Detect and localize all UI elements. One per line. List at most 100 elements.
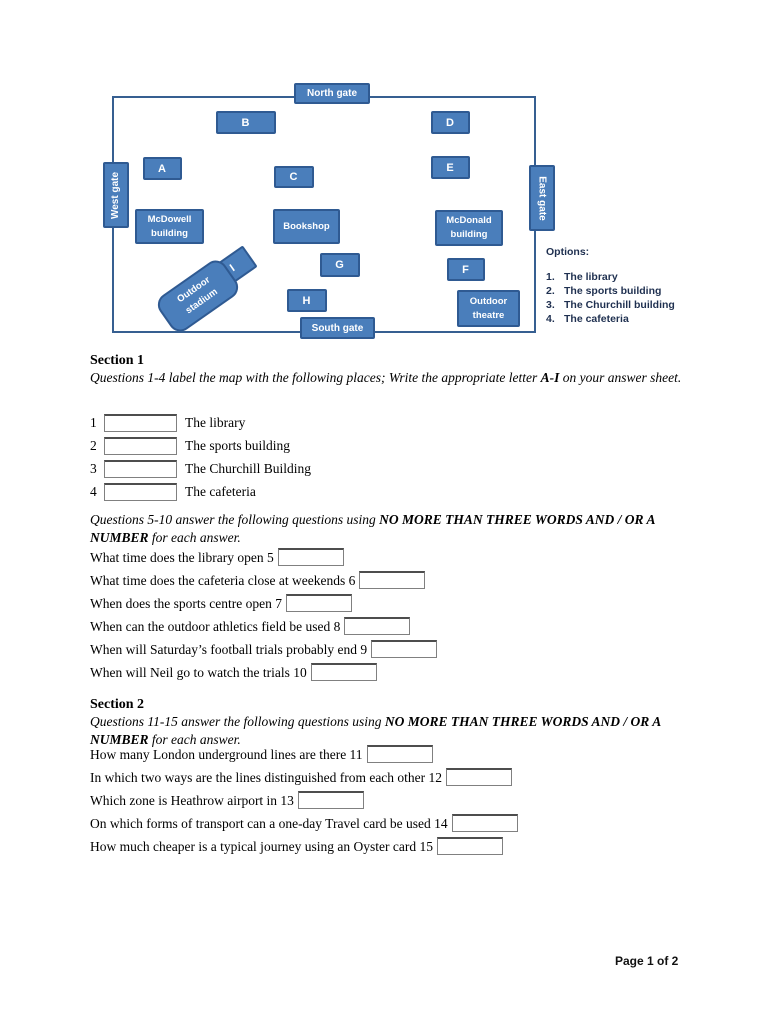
gate-south-label: South gate xyxy=(311,322,364,334)
building-bookshop: Bookshop xyxy=(273,209,340,244)
question-row-6: What time does the cafeteria close at we… xyxy=(90,571,690,594)
map-box-h: H xyxy=(287,289,327,312)
question-text: When will Saturday’s football trials pro… xyxy=(90,642,368,657)
map-box-c: C xyxy=(274,166,314,188)
gate-west-label: West gate xyxy=(110,171,122,219)
options-list: Options: 1. The library 2. The sports bu… xyxy=(546,246,696,326)
question-text: What time does the cafeteria close at we… xyxy=(90,573,356,588)
question-row-11: How many London underground lines are th… xyxy=(90,745,690,768)
question-text: When will Neil go to watch the trials 10 xyxy=(90,665,307,680)
question-row-10: When will Neil go to watch the trials 10 xyxy=(90,663,690,686)
question-number: 4 xyxy=(90,483,97,499)
map-box-b: B xyxy=(216,111,276,134)
map-box-g: G xyxy=(320,253,360,277)
map-box-d: D xyxy=(431,111,470,134)
answer-label: The library xyxy=(185,414,246,430)
option-label: The Churchill building xyxy=(564,299,675,311)
section1-answer-rows: 1 The library 2 The sports building 3 Th… xyxy=(90,411,690,503)
option-number: 2. xyxy=(546,285,555,297)
option-number: 1. xyxy=(546,271,555,283)
question-row-15: How much cheaper is a typical journey us… xyxy=(90,837,690,860)
option-label: The library xyxy=(564,271,618,283)
question-row-12: In which two ways are the lines distingu… xyxy=(90,768,690,791)
option-item-2: 2. The sports building xyxy=(546,284,696,298)
gate-west: West gate xyxy=(103,162,129,228)
answer-box-8[interactable] xyxy=(344,617,411,635)
option-label: The sports building xyxy=(564,285,662,297)
answer-box-14[interactable] xyxy=(451,814,518,832)
gate-north-label: North gate xyxy=(307,88,357,99)
answer-box-13[interactable] xyxy=(297,791,364,809)
question-number: 3 xyxy=(90,460,97,476)
gate-east-label: East gate xyxy=(536,175,548,221)
building-mcdowell: McDowell building xyxy=(135,209,204,244)
answer-label: The sports building xyxy=(185,437,290,453)
question-text: How much cheaper is a typical journey us… xyxy=(90,839,434,854)
answer-label: The cafeteria xyxy=(185,483,256,499)
question-text: How many London underground lines are th… xyxy=(90,747,363,762)
question-row-14: On which forms of transport can a one-da… xyxy=(90,814,690,837)
question-text: When does the sports centre open 7 xyxy=(90,596,282,611)
questions-11-15-rows: How many London underground lines are th… xyxy=(90,745,690,860)
label-row-1: 1 The library xyxy=(90,411,690,434)
instruction-text: on your answer sheet. xyxy=(559,370,682,385)
option-label: The cafeteria xyxy=(564,313,629,325)
answer-box-4[interactable] xyxy=(104,482,177,501)
answer-box-12[interactable] xyxy=(446,768,513,786)
building-mcdonald: McDonald building xyxy=(435,210,503,246)
section1-instructions: Questions 1-4 label the map with the fol… xyxy=(90,369,686,387)
instruction-text: for each answer. xyxy=(148,732,241,747)
answer-box-6[interactable] xyxy=(359,571,426,589)
option-item-1: 1. The library xyxy=(546,270,696,284)
answer-box-9[interactable] xyxy=(371,640,438,658)
answer-box-2[interactable] xyxy=(104,436,177,455)
question-row-7: When does the sports centre open 7 xyxy=(90,594,690,617)
question-row-9: When will Saturday’s football trials pro… xyxy=(90,640,690,663)
answer-box-3[interactable] xyxy=(104,459,177,478)
question-text: In which two ways are the lines distingu… xyxy=(90,770,443,785)
question-text: Which zone is Heathrow airport in 13 xyxy=(90,793,294,808)
question-text: What time does the library open 5 xyxy=(90,550,274,565)
options-title: Options: xyxy=(546,246,590,258)
questions-5-10-instructions: Questions 5-10 answer the following ques… xyxy=(90,511,686,547)
section2-title: Section 2 xyxy=(90,697,145,712)
label-row-3: 3 The Churchill Building xyxy=(90,457,690,480)
map-box-f: F xyxy=(447,258,485,281)
section1-title: Section 1 xyxy=(90,353,145,368)
building-outdoor-theatre: Outdoor theatre xyxy=(457,290,520,327)
questions-5-10-rows: What time does the library open 5 What t… xyxy=(90,548,690,686)
gate-south: South gate xyxy=(300,317,375,339)
section2-instructions: Questions 11-15 answer the following que… xyxy=(90,713,686,749)
instruction-text: Questions 5-10 answer the following ques… xyxy=(90,512,380,527)
question-number: 2 xyxy=(90,437,97,453)
instruction-bold: A-I xyxy=(540,370,560,385)
question-row-13: Which zone is Heathrow airport in 13 xyxy=(90,791,690,814)
instruction-text: Questions 1-4 label the map with the fol… xyxy=(90,370,541,385)
question-number: 1 xyxy=(90,414,97,430)
page-number-label: Page 1 of 2 xyxy=(615,954,679,968)
question-text: When can the outdoor athletics field be … xyxy=(90,619,341,634)
label-row-2: 2 The sports building xyxy=(90,434,690,457)
answer-label: The Churchill Building xyxy=(185,460,311,476)
answer-box-7[interactable] xyxy=(285,594,352,612)
option-item-3: 3. The Churchill building xyxy=(546,298,696,312)
instruction-text: Questions 11-15 answer the following que… xyxy=(90,714,385,729)
answer-box-15[interactable] xyxy=(437,837,504,855)
gate-north: North gate xyxy=(294,83,370,104)
question-row-5: What time does the library open 5 xyxy=(90,548,690,571)
map-box-a: A xyxy=(143,157,182,180)
option-item-4: 4. The cafeteria xyxy=(546,312,696,326)
gate-east: East gate xyxy=(529,165,555,231)
question-row-8: When can the outdoor athletics field be … xyxy=(90,617,690,640)
answer-box-5[interactable] xyxy=(277,548,344,566)
option-number: 3. xyxy=(546,299,555,311)
instruction-text: for each answer. xyxy=(148,530,241,545)
answer-box-1[interactable] xyxy=(104,413,177,432)
answer-box-11[interactable] xyxy=(366,745,433,763)
map-box-e: E xyxy=(431,156,470,179)
answer-box-10[interactable] xyxy=(310,663,377,681)
question-text: On which forms of transport can a one-da… xyxy=(90,816,448,831)
instruction-bold: NO MORE THAN THREE WORDS AND / OR A NUMB… xyxy=(90,512,655,545)
option-number: 4. xyxy=(546,313,555,325)
